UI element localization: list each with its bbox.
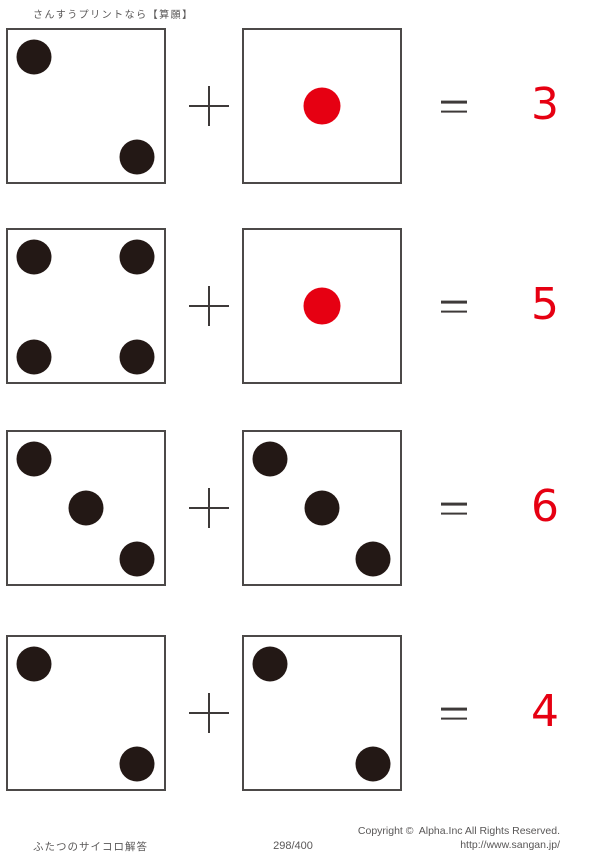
equals-icon: = xyxy=(441,707,467,720)
black-pip xyxy=(252,646,288,682)
problem-row-4: + = 4 xyxy=(0,635,600,791)
black-pip xyxy=(16,441,52,477)
plus-icon: + xyxy=(189,86,229,126)
copyright-line: Copyright © Alpha.Inc All Rights Reserve… xyxy=(357,825,560,837)
die-face-left xyxy=(6,635,166,791)
black-pip xyxy=(16,39,52,75)
plus-label: + xyxy=(189,693,190,694)
black-pip xyxy=(119,541,155,577)
plus-icon: + xyxy=(189,693,229,733)
black-pip xyxy=(252,441,288,477)
page-counter: 298/400 xyxy=(273,840,313,852)
answer-value: 4 xyxy=(531,686,559,738)
problem-row-1: + = 3 xyxy=(0,28,600,184)
problem-row-3: + = 6 xyxy=(0,430,600,586)
black-pip xyxy=(16,646,52,682)
plus-icon: + xyxy=(189,286,229,326)
header-title: さんすうプリントなら【算願】 xyxy=(33,10,194,21)
copyright-block: Copyright © Alpha.Inc All Rights Reserve… xyxy=(358,824,560,852)
black-pip xyxy=(119,139,155,175)
die-face-right xyxy=(242,430,402,586)
black-pip xyxy=(119,339,155,375)
equals-icon: = xyxy=(441,300,467,313)
answer-value: 6 xyxy=(531,481,559,533)
die-face-left xyxy=(6,28,166,184)
die-face-left xyxy=(6,430,166,586)
answer-value: 5 xyxy=(531,279,559,331)
plus-label: + xyxy=(189,86,190,87)
black-pip xyxy=(304,490,340,526)
black-pip xyxy=(119,746,155,782)
black-pip xyxy=(355,746,391,782)
equals-icon: = xyxy=(441,100,467,113)
plus-icon: + xyxy=(189,488,229,528)
url-line: http://www.sangan.jp/ xyxy=(460,839,560,851)
die-face-right xyxy=(242,228,402,384)
answer-value: 3 xyxy=(531,79,559,131)
plus-label: + xyxy=(189,286,190,287)
black-pip xyxy=(16,339,52,375)
red-pip xyxy=(303,87,341,125)
black-pip xyxy=(355,541,391,577)
equals-icon: = xyxy=(441,502,467,515)
black-pip xyxy=(16,239,52,275)
black-pip xyxy=(68,490,104,526)
die-face-right xyxy=(242,28,402,184)
problem-row-2: + = 5 xyxy=(0,228,600,384)
die-face-right xyxy=(242,635,402,791)
black-pip xyxy=(119,239,155,275)
die-face-left xyxy=(6,228,166,384)
footer-title: ふたつのサイコロ解答 xyxy=(33,841,148,853)
plus-label: + xyxy=(189,488,190,489)
red-pip xyxy=(303,287,341,325)
